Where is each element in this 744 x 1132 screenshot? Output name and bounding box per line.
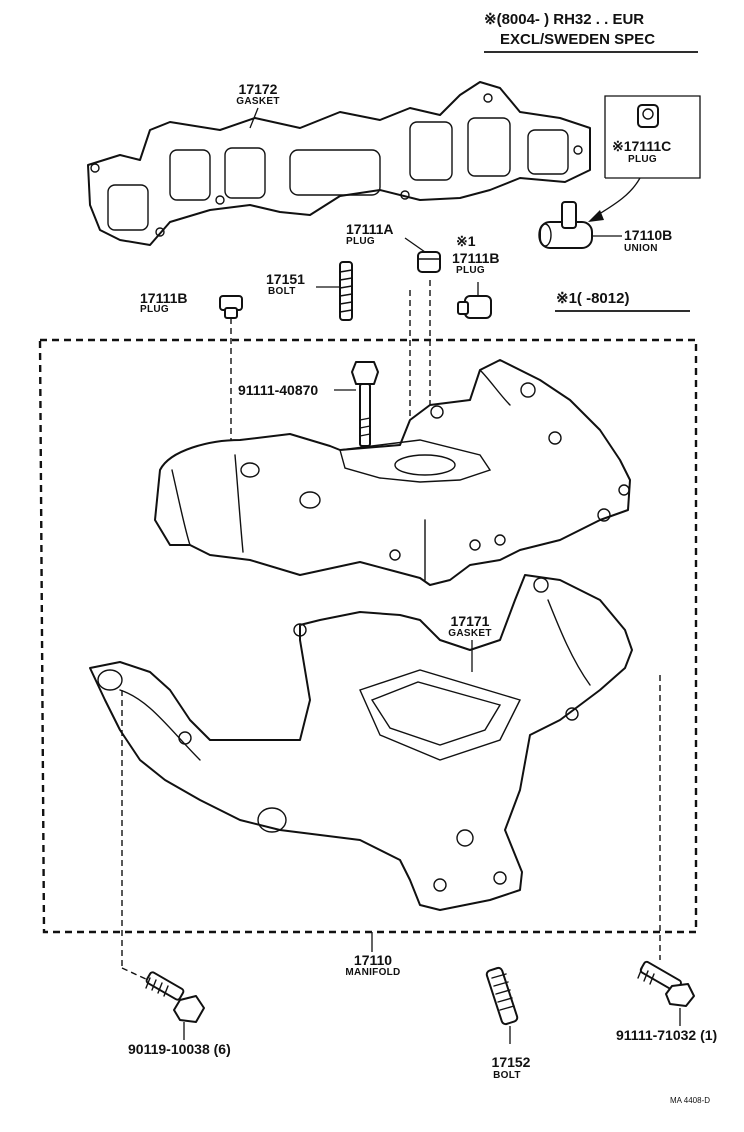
part-number-17152: 17152	[491, 1054, 531, 1070]
part-name-17111c: PLUG	[628, 154, 657, 165]
exhaust-manifold	[89, 574, 633, 911]
part-number-17171: 17171	[450, 613, 490, 629]
part-name-17110: MANIFOLD	[345, 967, 401, 978]
inset-box	[604, 95, 701, 179]
part-number-17110b: 17110B	[624, 227, 673, 243]
note-date-range: ※1( -8012)	[556, 290, 630, 307]
diagram-code: MA 4408-D	[670, 1096, 711, 1105]
part-number-91111-71032: 91111-71032 (1)	[616, 1027, 718, 1043]
union-17110b	[538, 201, 593, 249]
bolt-91111-40870	[351, 361, 379, 447]
note-mark-1: ※1	[456, 233, 476, 249]
part-name-17171: GASKET	[448, 628, 492, 639]
part-name-17111a: PLUG	[346, 236, 375, 247]
part-number-91111-40870: 91111-40870	[238, 382, 319, 398]
plug-17111c	[637, 104, 659, 128]
part-number-17111b-right: 17111B	[452, 250, 500, 266]
part-name-17172: GASKET	[236, 96, 280, 107]
part-number-90119-10038: 90119-10038 (6)	[128, 1041, 231, 1057]
part-name-17152: BOLT	[493, 1070, 521, 1081]
plug-17111a	[417, 251, 441, 273]
stud-bolt-17151	[339, 261, 353, 321]
bolt-91111-71032	[637, 960, 695, 1007]
intake-manifold	[154, 359, 631, 586]
part-name-17151: BOLT	[268, 286, 296, 297]
part-number-17111c: ※17111C	[612, 138, 672, 154]
inset-arrow	[595, 177, 641, 217]
plug-17111b-left	[219, 295, 243, 319]
part-name-17111b-right: PLUG	[456, 265, 485, 276]
part-number-17172: 17172	[238, 81, 278, 97]
part-number-17151: 17151	[266, 271, 305, 287]
part-name-17110b: UNION	[624, 243, 658, 254]
part-name-17111b-left: PLUG	[140, 304, 169, 315]
part-number-17111b-left: 17111B	[140, 290, 188, 306]
flange-bolt-90119	[145, 971, 205, 1023]
plug-17111b-right	[457, 295, 492, 319]
stud-bolt-17152	[485, 966, 519, 1026]
intake-gasket-17172	[87, 81, 591, 246]
part-number-17111a: 17111A	[346, 221, 394, 237]
header-applicability: ※(8004- ) RH32 . . EUR	[484, 11, 645, 28]
part-number-17110: 17110	[353, 952, 393, 968]
assembly-boundary	[38, 338, 698, 934]
header-spec: EXCL/SWEDEN SPEC	[500, 31, 656, 48]
